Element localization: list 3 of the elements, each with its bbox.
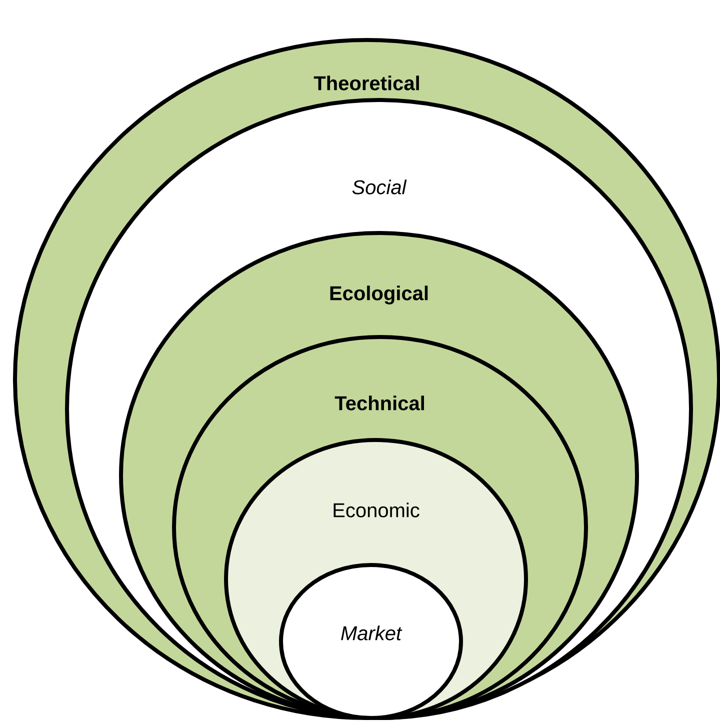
node-label: Market bbox=[341, 626, 402, 640]
node-label: Social bbox=[352, 180, 407, 194]
ring: Market bbox=[279, 563, 463, 720]
